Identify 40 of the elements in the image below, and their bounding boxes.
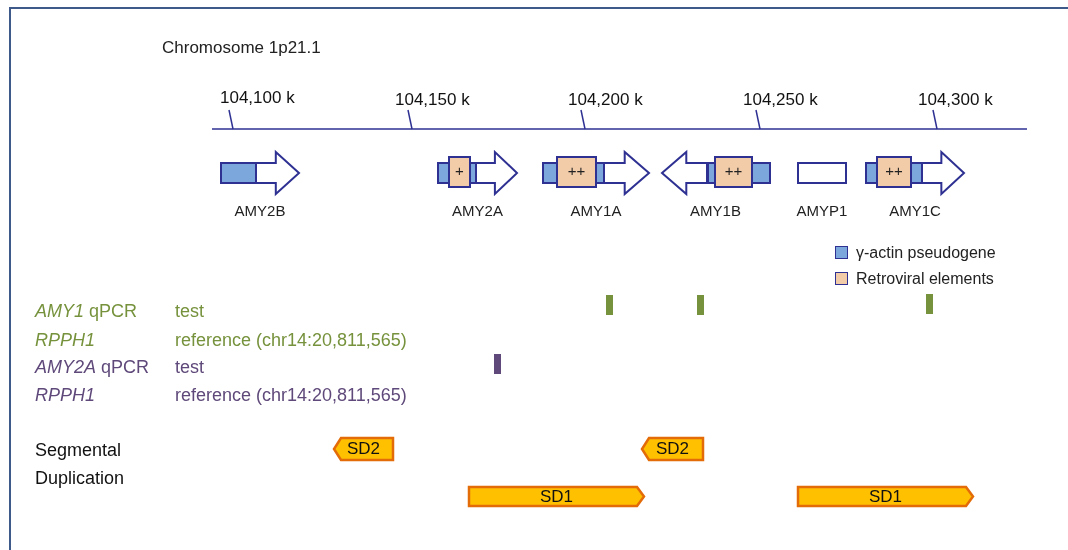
track-label: RPPH1 [35, 330, 96, 351]
coordinate-label: 104,200 k [568, 90, 643, 110]
track-role: test [175, 301, 204, 322]
gene-block [437, 151, 518, 195]
coordinate-label: 104,250 k [743, 90, 818, 110]
copy-mark: ++ [723, 162, 744, 179]
track-role: reference (chr14:20,811,565) [175, 385, 407, 406]
track-label: RPPH1 [35, 385, 96, 406]
track-label: AMY1 qPCR [35, 301, 138, 322]
track-role: test [175, 357, 204, 378]
duplication-block [641, 437, 704, 461]
track-label: AMY2A qPCR [35, 357, 150, 378]
duplication-label: SD1 [538, 486, 575, 507]
legend-text: Retroviral elements [856, 269, 994, 287]
track-label: Segmental Duplication [35, 439, 126, 490]
gene-block [542, 151, 650, 195]
gene-name: AMY1A [569, 202, 623, 219]
copy-mark: ++ [884, 162, 904, 179]
duplication-label: SD2 [345, 439, 382, 459]
copy-mark: ++ [566, 162, 587, 179]
coordinate-label: 104,300 k [918, 90, 993, 110]
gene-block [865, 151, 965, 195]
gene-block [661, 151, 770, 195]
gene-name: AMY1B [689, 202, 742, 219]
gene-name: AMY2A [451, 202, 504, 219]
duplication-block [797, 486, 974, 507]
gene-name: AMY1C [888, 202, 942, 219]
duplication-label: SD2 [654, 439, 691, 459]
copy-mark: + [454, 162, 465, 179]
duplication-block [333, 437, 394, 461]
gene-name: AMYP1 [795, 202, 849, 219]
track-role: reference (chr14:20,811,565) [175, 330, 407, 351]
chromosome-title: Chromosome 1p21.1 [162, 38, 321, 58]
legend-text: γ-actin pseudogene [856, 243, 996, 261]
gene-block [220, 151, 300, 195]
coordinate-label: 104,100 k [220, 88, 295, 108]
duplication-label: SD1 [867, 486, 904, 507]
gene-name: AMY2B [233, 202, 287, 219]
duplication-block [468, 486, 645, 507]
coordinate-label: 104,150 k [395, 90, 470, 110]
